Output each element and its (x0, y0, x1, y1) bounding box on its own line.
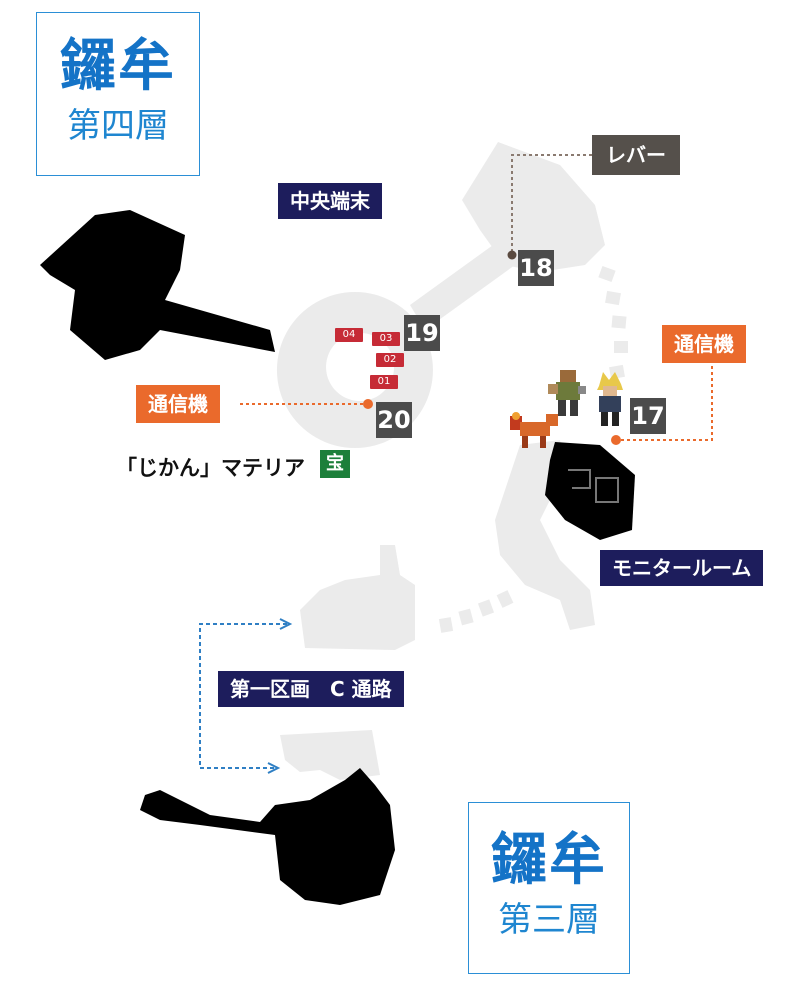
materia-label: 「じかん」マテリア (116, 456, 305, 480)
switch-tag-02[interactable]: 02 (376, 353, 404, 367)
northeast-corridor (410, 240, 515, 330)
party-sprite-red-xiii (510, 412, 558, 448)
blocked-areas (40, 210, 635, 905)
switch-tag-01[interactable]: 01 (370, 375, 398, 389)
lever-label: レバー (592, 135, 680, 175)
comm-right-marker[interactable] (611, 435, 621, 445)
comm-right-leader (616, 360, 713, 441)
northwest-block (40, 210, 275, 360)
monitor-room-detail (568, 469, 619, 503)
switch-tag-03[interactable]: 03 (372, 332, 400, 346)
monitor-room-block (545, 442, 635, 540)
number-19: 19 (404, 315, 440, 351)
switch-tag-04[interactable]: 04 (335, 328, 363, 342)
passage-link (199, 618, 293, 774)
number-20: 20 (376, 402, 412, 438)
comm-right-label: 通信機 (662, 325, 746, 363)
floor-box-bottom: 鑼牟 第三層 (468, 802, 630, 974)
passage-upper-room (300, 545, 415, 650)
lever-hall (462, 142, 605, 272)
area-name-top: 鑼牟 (60, 34, 176, 99)
floor-box-top: 鑼牟 第四層 (36, 12, 200, 176)
comm-left-marker[interactable] (363, 399, 373, 409)
passage-lower-room (280, 730, 380, 780)
party-sprite-cloud (597, 372, 623, 426)
lever-marker[interactable] (507, 250, 517, 260)
central-terminal-label: 中央端末 (278, 183, 382, 219)
south-block (140, 768, 395, 905)
leader-lines (240, 360, 713, 441)
floor-name-bottom: 第三層 (498, 900, 600, 940)
comm-left-label: 通信機 (136, 385, 220, 423)
monitor-room-label: モニタールーム (600, 550, 764, 586)
passage-label: 第一区画 C 通路 (218, 671, 404, 707)
treasure-chest-icon[interactable]: 宝 (320, 450, 350, 478)
area-name-bottom: 鑼牟 (491, 828, 607, 893)
party-sprite-barret (548, 370, 586, 416)
floor-name-top: 第四層 (67, 106, 169, 146)
number-18: 18 (518, 250, 554, 286)
monitor-corridor (495, 440, 595, 630)
number-17: 17 (630, 398, 666, 434)
lever-leader (511, 154, 592, 255)
